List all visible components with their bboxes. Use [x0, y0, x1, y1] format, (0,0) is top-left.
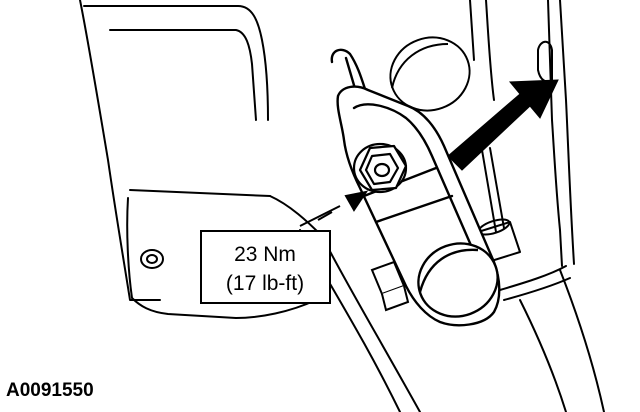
- figure-id: A0091550: [6, 380, 94, 401]
- clip: [370, 260, 410, 312]
- steering-column: [299, 229, 605, 412]
- callout-box: [200, 230, 331, 304]
- torque-lbft-label: (17 lb-ft): [226, 272, 304, 295]
- arrow-icon: [447, 79, 559, 171]
- lower-knob: [417, 242, 499, 318]
- upper-knob: [389, 36, 471, 112]
- torque-callout: 23 Nm (17 lb-ft): [200, 230, 331, 304]
- bolt-icon: [352, 142, 408, 194]
- leader-arrow: [299, 190, 369, 227]
- torque-nm-label: 23 Nm: [234, 243, 296, 266]
- slot-hole: [140, 249, 164, 269]
- left-bracket: [79, 0, 323, 319]
